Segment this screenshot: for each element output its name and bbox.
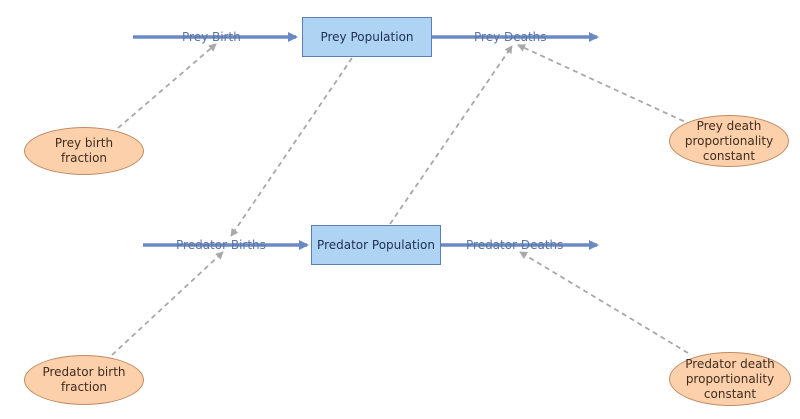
aux-prey-birth-fraction[interactable]: Prey birth fraction: [24, 127, 144, 175]
aux-prey-death-proportionality-constant[interactable]: Prey death proportionality constant: [669, 115, 789, 167]
stock-predator-population[interactable]: Predator Population: [311, 225, 441, 265]
aux-prey-death-constant-line-1: Prey death: [696, 118, 762, 133]
aux-predator-death-constant-line-3: constant: [703, 386, 757, 401]
link-predator-birth-fraction-to-predator-births: [111, 251, 224, 356]
link-prey-birth-fraction-to-prey-birth: [117, 43, 217, 129]
link-predator-death-constant-to-predator-deaths: [519, 251, 689, 354]
aux-prey-birth-fraction-line-1: Prey birth: [54, 136, 114, 150]
aux-predator-death-proportionality-constant[interactable]: Predator death proportionality constant: [669, 352, 791, 406]
aux-predator-birth-fraction[interactable]: Predator birth fraction: [24, 355, 144, 405]
aux-predator-birth-fraction-line-1: Predator birth: [42, 365, 126, 379]
flow-predator-deaths[interactable]: Predator Deaths: [466, 238, 564, 252]
aux-prey-death-constant-line-2: proportionality: [684, 133, 774, 148]
aux-prey-birth-fraction-line-2: fraction: [60, 151, 108, 165]
aux-predator-death-constant-line-1: Predator death: [685, 356, 775, 371]
flow-prey-birth[interactable]: Prey Birth: [182, 30, 241, 44]
stock-prey-population[interactable]: Prey Population: [302, 17, 432, 57]
flow-prey-deaths[interactable]: Prey Deaths: [474, 30, 547, 44]
link-predator-population-to-prey-deaths: [389, 45, 513, 225]
flow-predator-births[interactable]: Predator Births: [176, 238, 266, 252]
aux-predator-birth-fraction-line-2: fraction: [60, 380, 108, 394]
link-prey-population-to-predator-births: [230, 57, 353, 237]
aux-predator-death-constant-line-2: proportionality: [685, 371, 775, 386]
link-prey-death-constant-to-prey-deaths: [517, 44, 693, 126]
aux-prey-death-constant-line-3: constant: [702, 148, 756, 163]
